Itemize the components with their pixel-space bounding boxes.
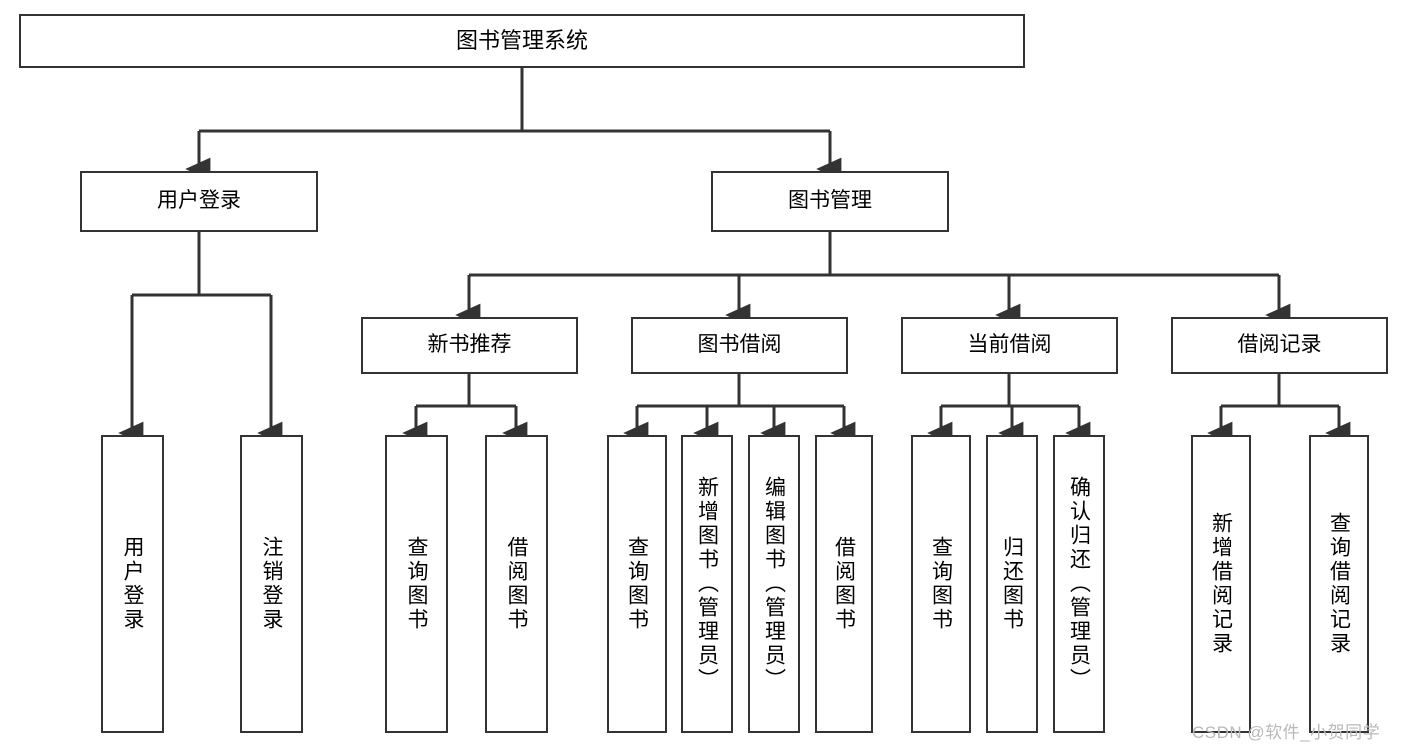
node-label: 查询图书 [625, 536, 649, 632]
node-book-borrow[interactable]: 图书借阅 [631, 317, 848, 374]
node-label: 借阅记录 [1237, 333, 1322, 357]
leaf-borrow-books-recommend[interactable]: 借阅图书 [485, 435, 548, 733]
leaf-query-books-recommend[interactable]: 查询图书 [385, 435, 448, 733]
node-label: 新增图书（管理员） [695, 476, 719, 692]
node-label: 注销登录 [260, 536, 283, 632]
node-label: 归还图书 [1000, 536, 1024, 632]
node-label: 当前借阅 [967, 333, 1052, 357]
node-borrow-records[interactable]: 借阅记录 [1171, 317, 1388, 374]
node-label: 查询借阅记录 [1327, 512, 1351, 656]
node-label: 用户登录 [121, 536, 144, 632]
node-label: 借阅图书 [832, 536, 856, 632]
node-label: 借阅图书 [505, 536, 528, 632]
node-label: 用户登录 [157, 189, 241, 213]
leaf-query-books-current[interactable]: 查询图书 [911, 435, 971, 733]
node-root[interactable]: 图书管理系统 [19, 14, 1025, 68]
leaf-query-books-borrow[interactable]: 查询图书 [607, 435, 667, 733]
node-label: 查询图书 [405, 536, 428, 632]
leaf-edit-book-admin[interactable]: 编辑图书（管理员） [748, 435, 800, 733]
node-label: 图书管理系统 [455, 28, 588, 54]
node-current-borrow[interactable]: 当前借阅 [901, 317, 1118, 374]
leaf-query-borrow-record[interactable]: 查询借阅记录 [1309, 435, 1369, 733]
node-book-management[interactable]: 图书管理 [711, 171, 949, 232]
leaf-confirm-return-admin[interactable]: 确认归还（管理员） [1053, 435, 1105, 733]
node-label: 查询图书 [929, 536, 953, 632]
leaf-add-borrow-record[interactable]: 新增借阅记录 [1191, 435, 1251, 733]
node-label: 新增借阅记录 [1209, 512, 1233, 656]
node-label: 编辑图书（管理员） [762, 476, 786, 692]
leaf-user-login[interactable]: 用户登录 [101, 435, 164, 733]
leaf-return-book[interactable]: 归还图书 [986, 435, 1038, 733]
leaf-borrow-book[interactable]: 借阅图书 [815, 435, 873, 733]
watermark: CSDN @软件_小贺同学 [1192, 723, 1381, 742]
node-label: 确认归还（管理员） [1067, 476, 1091, 692]
leaf-add-book-admin[interactable]: 新增图书（管理员） [681, 435, 733, 733]
node-label: 图书借阅 [697, 333, 782, 357]
node-label: 图书管理 [788, 189, 872, 213]
node-label: 新书推荐 [427, 333, 512, 357]
node-new-book-recommend[interactable]: 新书推荐 [361, 317, 578, 374]
leaf-logout[interactable]: 注销登录 [240, 435, 303, 733]
node-user-login[interactable]: 用户登录 [80, 171, 318, 232]
